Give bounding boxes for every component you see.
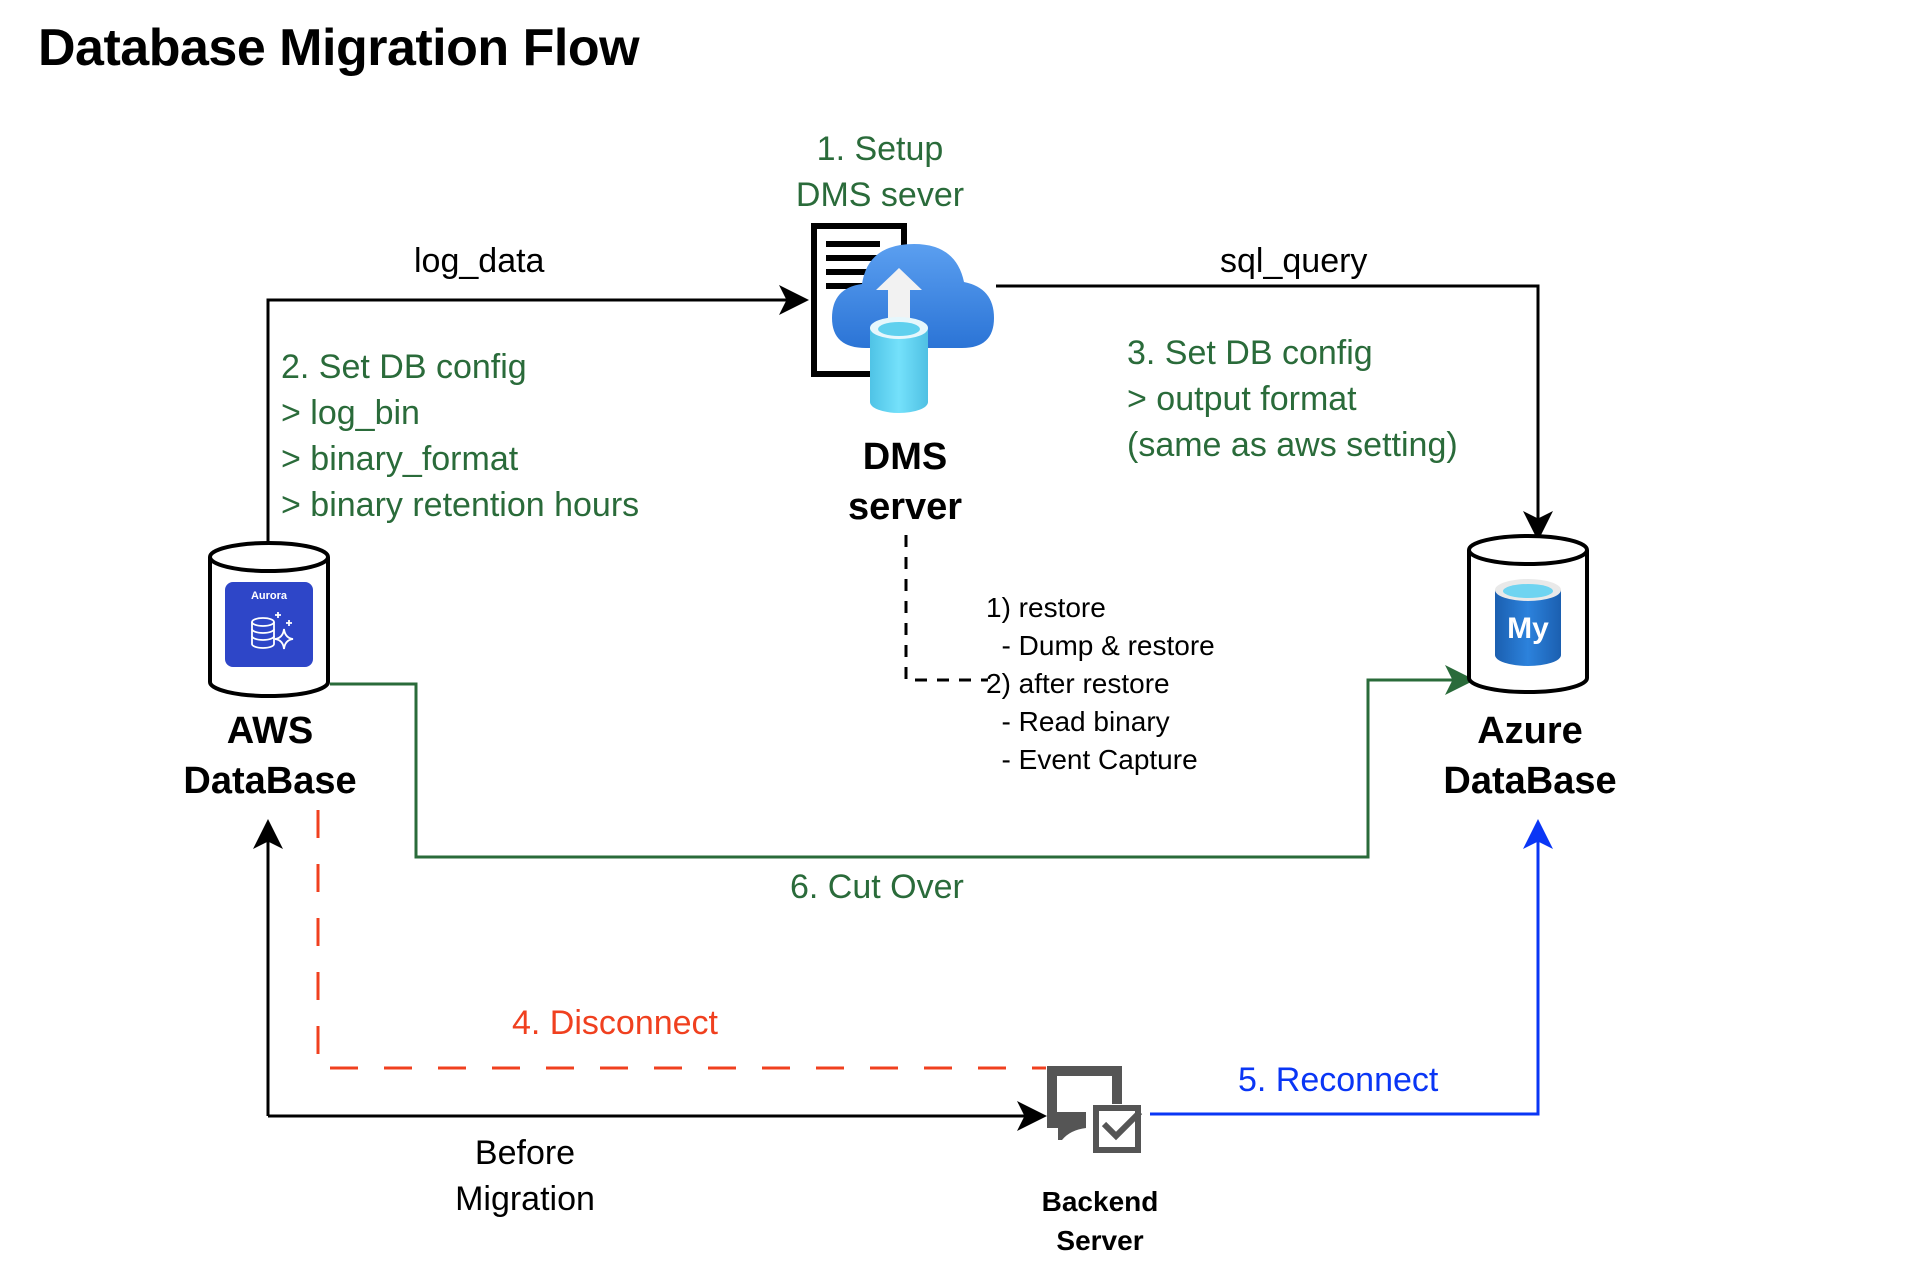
checkmark-icon xyxy=(1101,1109,1143,1141)
dms-note-line: - Dump & restore xyxy=(986,630,1215,661)
mysql-icon xyxy=(1495,590,1561,666)
azure-database-node[interactable] xyxy=(1467,534,1589,694)
edge-dms-notes-connector xyxy=(904,535,988,682)
dms-note-line: - Event Capture xyxy=(986,744,1198,775)
monitor-icon xyxy=(1047,1066,1122,1140)
page-title: Database Migration Flow xyxy=(38,19,640,77)
step5-label: 5. Reconnect xyxy=(1238,1061,1439,1099)
step4-label: 4. Disconnect xyxy=(512,1004,718,1042)
log-data-label: log_data xyxy=(414,242,545,280)
step3-label: 3. Set DB config > output format (same a… xyxy=(1127,334,1458,464)
before-migration-label: Before Migration xyxy=(455,1134,595,1218)
step1-label: 1. Setup DMS sever xyxy=(795,130,965,214)
aurora-badge-label: Aurora xyxy=(250,590,288,602)
checkbox-icon xyxy=(1093,1105,1141,1153)
dms-server-label: DMS server xyxy=(847,436,963,528)
dms-server-node[interactable] xyxy=(811,223,994,413)
aws-database-node[interactable] xyxy=(208,541,330,698)
cloud-icon xyxy=(832,244,994,348)
aws-database-label: AWS DataBase xyxy=(183,710,357,802)
backend-server-node[interactable] xyxy=(1047,1066,1143,1153)
edge-log-data xyxy=(266,285,809,548)
sql-query-label: sql_query xyxy=(1220,242,1368,280)
edge-reconnect xyxy=(1150,819,1553,1116)
dms-note-line: - Read binary xyxy=(986,706,1170,737)
edge-sql-query xyxy=(996,284,1553,541)
dms-note-line: 2) after restore xyxy=(986,668,1170,699)
azure-database-label: Azure DataBase xyxy=(1443,710,1617,802)
step6-label: 6. Cut Over xyxy=(790,868,964,906)
upload-arrow-icon xyxy=(876,268,922,322)
edge-cut-over xyxy=(330,665,1475,859)
database-cylinder-icon xyxy=(870,328,928,413)
step2-label: 2. Set DB config > log_bin > binary_form… xyxy=(281,348,640,524)
backend-server-label: Backend Server xyxy=(1041,1186,1159,1256)
dms-notes: 1) restore - Dump & restore 2) after res… xyxy=(986,589,1215,779)
mysql-badge-label: My xyxy=(1507,612,1549,645)
dms-note-line: 1) restore xyxy=(986,592,1106,623)
database-sparkle-icon xyxy=(251,612,294,650)
